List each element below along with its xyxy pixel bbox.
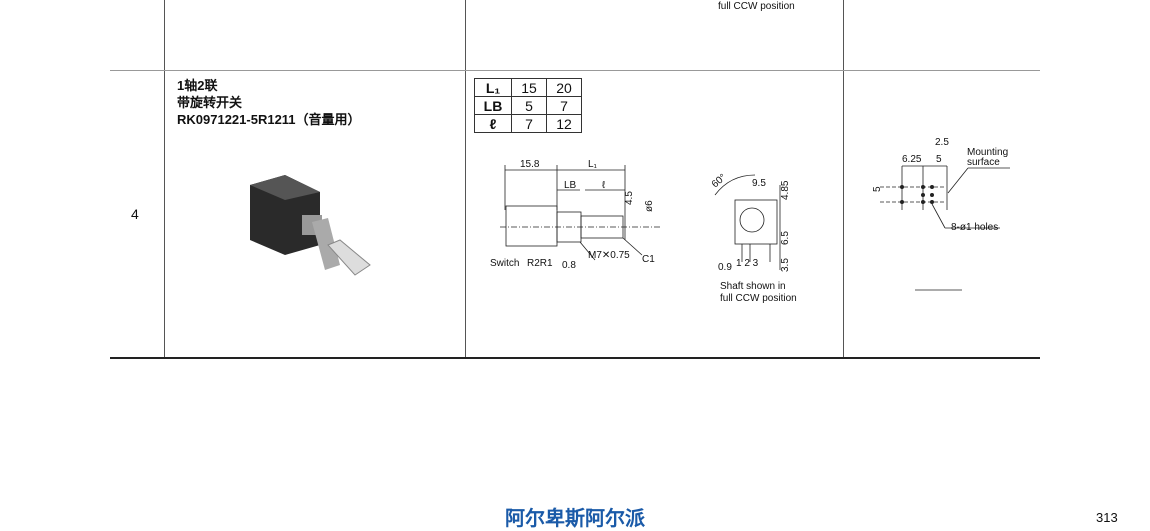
svg-text:5: 5 [872,186,883,192]
svg-text:LB: LB [564,180,577,191]
svg-text:15.8: 15.8 [520,159,540,170]
row-divider [110,70,1040,71]
svg-text:9.5: 9.5 [752,178,766,189]
svg-text:Switch: Switch [490,258,519,269]
svg-text:ℓ: ℓ [602,180,606,191]
svg-text:3.5: 3.5 [780,258,791,272]
svg-text:4.5: 4.5 [624,191,635,205]
svg-text:Mounting: Mounting [967,147,1008,158]
svg-text:ø6: ø6 [644,200,655,212]
svg-text:6.25: 6.25 [902,154,922,165]
prev-row-note: full CCW position [718,1,795,12]
svg-text:full CCW position: full CCW position [720,293,797,304]
column-divider [843,0,844,358]
brand-footer: 阿尔卑斯阿尔派 [505,508,645,530]
svg-text:surface: surface [967,157,1000,168]
svg-text:Shaft shown in: Shaft shown in [720,281,786,292]
title-line: 1轴2联 [177,78,218,93]
column-divider [164,0,165,358]
svg-text:0.9: 0.9 [718,262,732,273]
svg-text:4.85: 4.85 [780,180,791,200]
product-photo [250,175,371,276]
svg-text:6.5: 6.5 [780,231,791,245]
svg-text:R2R1: R2R1 [527,258,553,269]
column-divider [465,0,466,358]
title-line: 带旋转开关 [177,95,243,110]
dimension-drawing: 15.8 L₁ LB ℓ 4.5 ø6 M7✕0.75 C1 Switch R2… [490,159,797,304]
title-line: RK0971221-5R1211（音量用） [177,112,361,127]
svg-text:1 2 3: 1 2 3 [736,258,759,269]
product-title: 1轴2联 带旋转开关 RK0971221-5R1211（音量用） [177,77,361,128]
svg-text:M7✕0.75: M7✕0.75 [588,250,630,261]
pcb-layout-drawing: 2.5 6.25 5 5 Mounting surface 8-ø1 holes [872,137,1010,291]
svg-text:L₁: L₁ [588,159,598,170]
svg-text:60°: 60° [710,172,729,190]
page-number: 313 [1096,510,1118,525]
svg-text:C1: C1 [642,254,655,265]
svg-text:0.8: 0.8 [562,260,576,271]
table-bottom-rule [110,357,1040,359]
svg-text:5: 5 [936,154,942,165]
svg-text:8-ø1 holes: 8-ø1 holes [951,222,998,233]
row-number: 4 [131,206,139,222]
svg-text:2.5: 2.5 [935,137,949,148]
